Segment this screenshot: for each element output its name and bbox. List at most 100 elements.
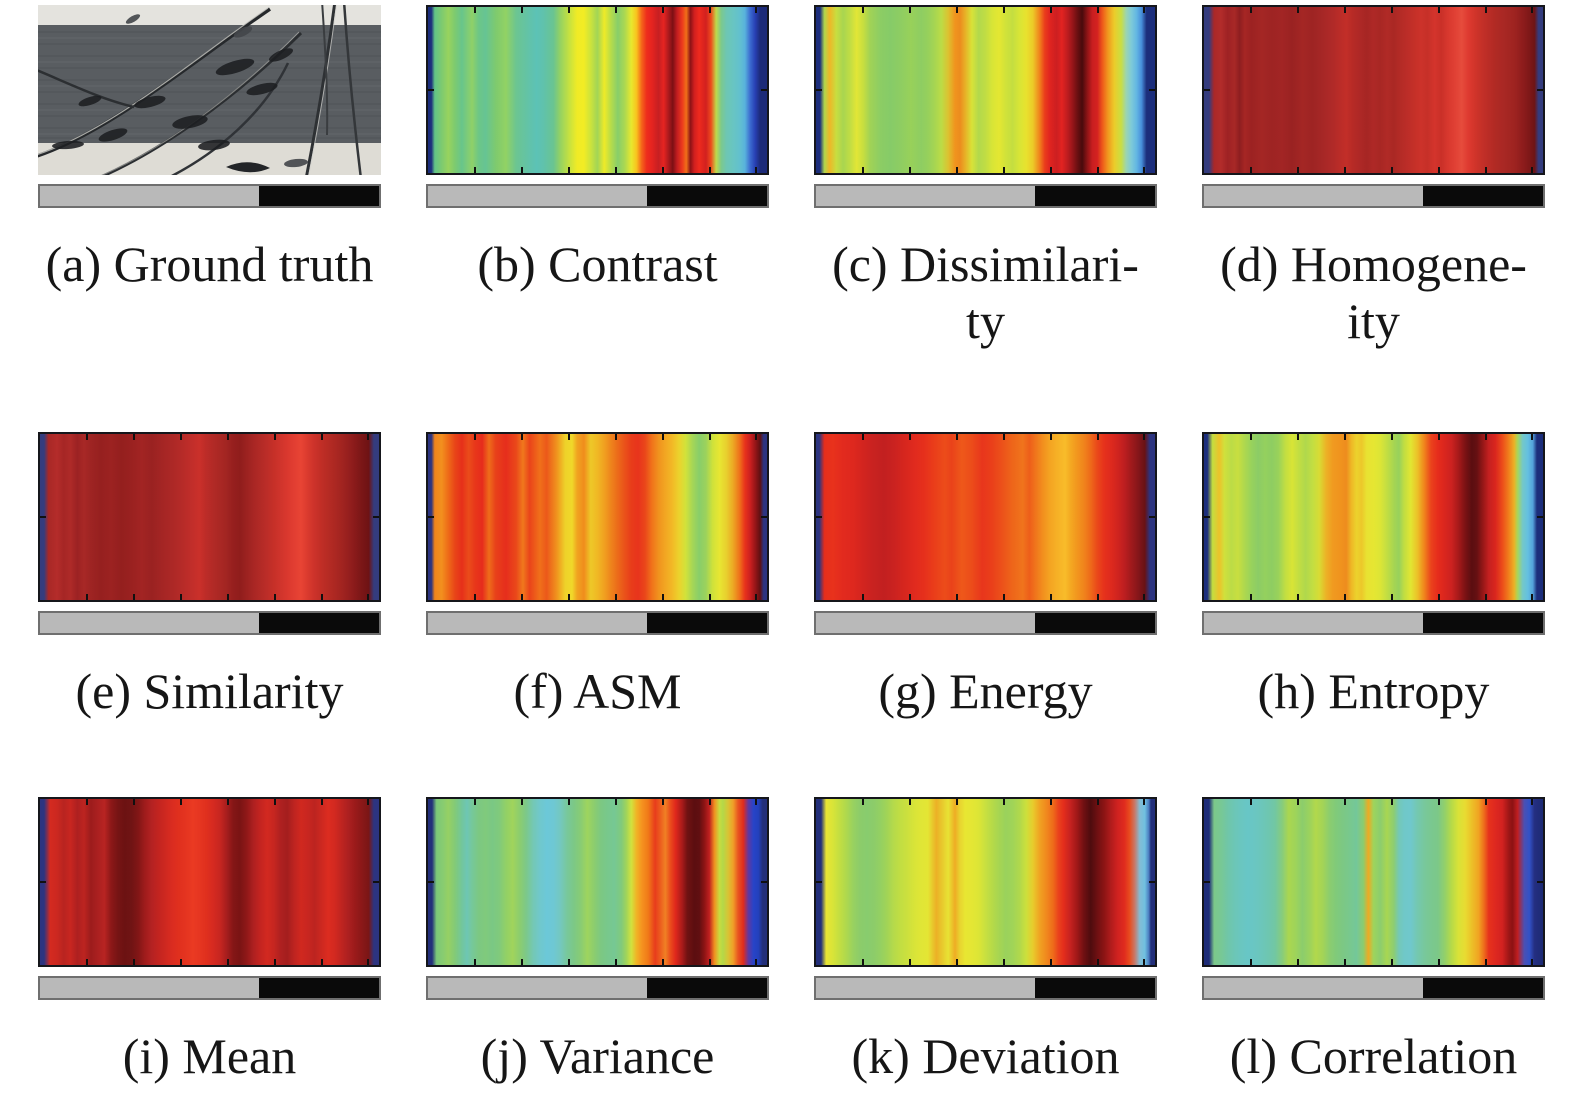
axis-tick [754, 594, 757, 600]
axis-tick [1097, 167, 1100, 173]
panel-caption: (l) Correlation [1229, 1028, 1518, 1084]
axis-tick [761, 881, 767, 883]
axis-tick [373, 516, 379, 518]
scale-bar [426, 976, 769, 1000]
axis-tick [1485, 167, 1488, 173]
axis-tick [274, 434, 277, 440]
axis-tick [274, 959, 277, 965]
axis-tick [754, 959, 757, 965]
axis-tick [709, 799, 712, 805]
scale-bar [814, 184, 1157, 208]
heatmap-axes [814, 797, 1157, 967]
sonar-image [38, 5, 381, 175]
sonar-image-frame [38, 5, 381, 175]
axis-tick [428, 881, 434, 883]
axis-tick [1344, 434, 1347, 440]
axis-tick [861, 167, 864, 173]
heatmap-axes [1202, 432, 1545, 602]
axis-tick [85, 799, 88, 805]
axis-tick [662, 434, 665, 440]
panel-deviation: (k) Deviation [814, 797, 1157, 1098]
axis-tick [1391, 959, 1394, 965]
axis-tick [908, 167, 911, 173]
axis-tick [227, 594, 230, 600]
axis-tick [366, 434, 369, 440]
plant-leaves-faint [125, 14, 308, 168]
axis-tick [662, 799, 665, 805]
axis-tick [1050, 594, 1053, 600]
axis-tick [274, 594, 277, 600]
axis-tick [754, 799, 757, 805]
plant-leaves [52, 48, 294, 151]
axis-tick [1438, 594, 1441, 600]
axis-tick [662, 7, 665, 13]
axis-tick [1142, 7, 1145, 13]
axis-tick [1050, 434, 1053, 440]
axis-tick [1249, 7, 1252, 13]
scale-bar-black-segment [259, 978, 379, 998]
axis-tick [568, 594, 571, 600]
panel-dissimilarity: (c) Dissimilari- ty [814, 5, 1157, 432]
axis-tick [1537, 881, 1543, 883]
axis-tick [1149, 881, 1155, 883]
axis-tick [709, 594, 712, 600]
axis-tick [615, 7, 618, 13]
scale-bar-black-segment [1035, 613, 1155, 633]
axis-tick [85, 594, 88, 600]
scale-bar [1202, 611, 1545, 635]
panel-energy: (g) Energy [814, 432, 1157, 797]
axis-tick [956, 7, 959, 13]
axis-tick [1003, 7, 1006, 13]
scale-bar [1202, 976, 1545, 1000]
panel-caption: (a) Ground truth [45, 236, 374, 292]
axis-tick [85, 434, 88, 440]
axis-tick [861, 434, 864, 440]
axis-tick [1485, 7, 1488, 13]
axis-tick [1296, 167, 1299, 173]
panel-caption: (d) Homogene- ity [1220, 236, 1527, 349]
axis-tick [520, 434, 523, 440]
axis-tick [520, 799, 523, 805]
axis-tick [40, 516, 46, 518]
axis-tick [956, 594, 959, 600]
axis-tick [1530, 799, 1533, 805]
axis-tick [662, 167, 665, 173]
panel-mean: (i) Mean [38, 797, 381, 1098]
axis-tick [1485, 434, 1488, 440]
axis-tick [321, 959, 324, 965]
axis-tick [1530, 959, 1533, 965]
axis-tick [568, 7, 571, 13]
axis-tick [1296, 7, 1299, 13]
panel-entropy: (h) Entropy [1202, 432, 1545, 797]
axis-tick [1391, 167, 1394, 173]
axis-tick [956, 959, 959, 965]
axis-tick [373, 881, 379, 883]
panel-caption: (f) ASM [513, 663, 682, 719]
axis-tick [180, 594, 183, 600]
axis-tick [1438, 7, 1441, 13]
axis-tick [861, 799, 864, 805]
heatmap-axes [426, 5, 769, 175]
heatmap-axes [38, 432, 381, 602]
axis-tick [1097, 434, 1100, 440]
axis-tick [754, 7, 757, 13]
axis-tick [274, 799, 277, 805]
axis-tick [321, 594, 324, 600]
panel-ground-truth: (a) Ground truth [38, 5, 381, 432]
axis-tick [1485, 959, 1488, 965]
axis-tick [908, 7, 911, 13]
scale-bar [38, 184, 381, 208]
axis-tick [615, 167, 618, 173]
axis-tick [132, 959, 135, 965]
heatmap-axes [1202, 5, 1545, 175]
axis-tick [816, 89, 822, 91]
axis-tick [1003, 959, 1006, 965]
axis-tick [1142, 799, 1145, 805]
scale-bar-black-segment [647, 613, 767, 633]
axis-tick [1485, 799, 1488, 805]
panel-caption: (b) Contrast [477, 236, 718, 292]
scale-bar-black-segment [1423, 186, 1543, 206]
heatmap-axes [814, 432, 1157, 602]
axis-tick [366, 594, 369, 600]
